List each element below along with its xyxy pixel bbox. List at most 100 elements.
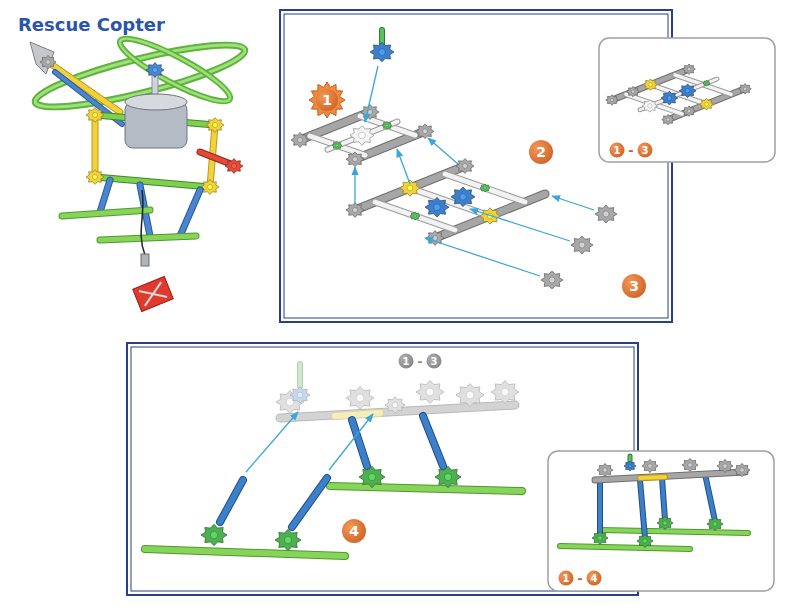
grey-connector-hub xyxy=(297,137,302,142)
grey-connector-hub xyxy=(432,235,437,240)
blue-connector xyxy=(290,387,310,403)
green-connector xyxy=(637,534,653,547)
green-connector-hub xyxy=(643,539,647,543)
blue-connector xyxy=(370,42,394,62)
green-skid xyxy=(560,546,690,549)
grey-connector-hub xyxy=(352,157,357,162)
grey-connector xyxy=(385,397,405,413)
grey-connector-hub xyxy=(688,463,692,467)
blue-connector-hub xyxy=(379,49,386,56)
grey-connector xyxy=(683,64,696,74)
leg-rod xyxy=(180,190,200,236)
red-connector-hub xyxy=(231,163,236,168)
connector xyxy=(703,80,710,86)
grey-connector xyxy=(682,458,698,471)
grey-connector-hub xyxy=(392,402,398,408)
green-connector xyxy=(707,517,723,530)
green-stem xyxy=(298,364,302,386)
callout-number: 4 xyxy=(587,571,602,586)
connector-hub xyxy=(336,144,339,147)
assembly-arrow xyxy=(428,138,458,164)
grey-connector-hub xyxy=(579,242,585,248)
green-connector xyxy=(592,531,608,544)
steps-1-3-result xyxy=(606,64,752,125)
green-connector-hub xyxy=(663,521,667,525)
grey-connector xyxy=(361,105,379,120)
callout-number: 1 xyxy=(559,571,574,586)
white-rod xyxy=(640,79,717,110)
assembly-arrow xyxy=(354,167,355,204)
rotor-blade xyxy=(114,29,236,110)
grey-connector xyxy=(346,203,364,218)
connector-hub xyxy=(648,104,652,108)
grey-connector-hub xyxy=(286,398,294,406)
hook xyxy=(141,254,149,266)
connector xyxy=(382,121,392,129)
skid xyxy=(62,210,150,216)
connector-hub xyxy=(359,132,366,139)
grey-connector xyxy=(662,114,675,124)
grey-connector xyxy=(739,84,752,94)
grey-connector xyxy=(642,459,658,472)
frame-connector-hub xyxy=(207,184,212,189)
callout-number: 1 xyxy=(610,143,625,158)
grey-connector xyxy=(606,95,619,105)
blue-leg xyxy=(597,482,603,536)
grey-connector xyxy=(346,387,374,410)
assembly-arrow xyxy=(397,149,410,184)
frame-connector xyxy=(201,180,219,195)
steps-1-4-result xyxy=(560,456,750,549)
assembly-arrow xyxy=(329,414,373,470)
rescue-basket xyxy=(133,277,174,312)
blue-connector-hub xyxy=(628,464,631,467)
grey-connector-hub xyxy=(501,388,509,396)
frame-connector xyxy=(86,108,104,123)
grey-connector xyxy=(717,459,733,472)
leg-rod xyxy=(100,180,110,212)
connector-hub xyxy=(460,193,467,200)
blue-leg xyxy=(423,416,443,466)
callout-number: 2 xyxy=(529,140,553,164)
blue-leg xyxy=(423,416,443,466)
motor-housing-top xyxy=(125,94,187,110)
green-connector xyxy=(359,466,385,487)
yellow-rod xyxy=(640,477,665,478)
yellow-rod xyxy=(640,477,665,478)
grey-connector xyxy=(595,205,617,223)
inset-panel xyxy=(599,38,775,162)
blue-leg xyxy=(598,482,602,536)
grey-connector xyxy=(571,236,593,254)
assembled-frame-faded xyxy=(276,364,519,418)
connector xyxy=(480,184,490,192)
skid xyxy=(100,236,196,240)
frame-connector-hub xyxy=(212,122,217,127)
grey-rail xyxy=(595,472,745,480)
connector-hub xyxy=(705,102,709,106)
callout-number: 1 xyxy=(399,354,414,369)
frame-connector xyxy=(206,118,224,133)
green-connector xyxy=(657,516,673,529)
helicopter-model xyxy=(30,29,249,311)
grey-connector xyxy=(597,463,613,476)
green-skid xyxy=(600,530,748,533)
leg-rod xyxy=(100,180,110,212)
connector-hub xyxy=(484,187,487,190)
green-connector xyxy=(435,466,461,487)
steps-1-3-illustration xyxy=(291,30,617,289)
grey-connector xyxy=(541,271,563,289)
connector xyxy=(644,79,658,90)
grey-connector-hub xyxy=(603,211,609,217)
tail-rod xyxy=(48,62,120,112)
blue-leg xyxy=(705,474,715,521)
connector-hub xyxy=(434,204,441,211)
assembly-arrow xyxy=(552,196,594,210)
grey-connector-hub xyxy=(687,67,691,71)
green-stem xyxy=(297,364,303,386)
grey-connector xyxy=(416,381,444,404)
green-connector-hub xyxy=(368,473,375,480)
green-connector-hub xyxy=(284,536,291,543)
blue-leg xyxy=(640,480,645,538)
grey-connector-hub xyxy=(743,87,747,91)
callout-number: 3 xyxy=(622,274,646,298)
